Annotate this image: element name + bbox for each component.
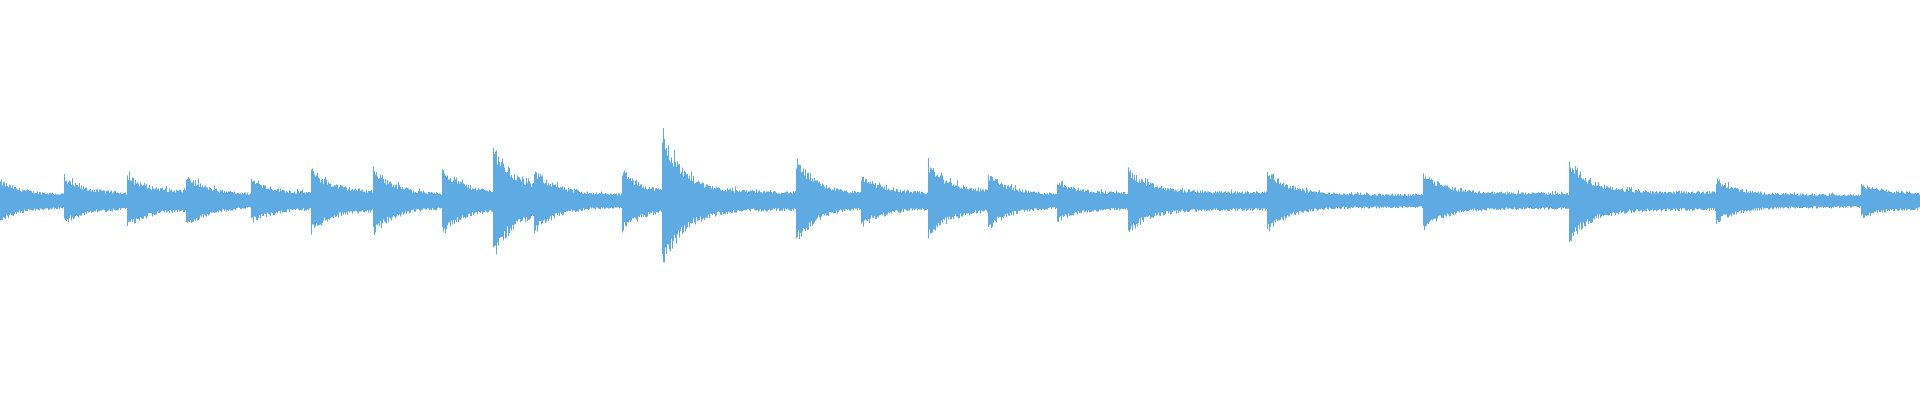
waveform-note-segment [928, 158, 988, 239]
waveform-note-segment [1057, 180, 1128, 223]
waveform-note-segment [861, 176, 928, 227]
waveform-note-segment [988, 175, 1057, 228]
waveform-note-segment [1423, 173, 1569, 230]
waveform-note-segment [127, 171, 186, 227]
waveform-note-segment [373, 166, 442, 235]
waveform-note-segment [1569, 161, 1716, 242]
waveform-note-segment [186, 177, 251, 223]
waveform-note-segment [442, 169, 493, 234]
waveform-note-segment [251, 179, 311, 223]
waveform-note-segment [311, 168, 373, 235]
waveform-note-segment [0, 179, 64, 221]
waveform-note-segment [796, 158, 861, 239]
waveform-segments [0, 128, 1920, 263]
waveform-note-segment [1861, 184, 1920, 218]
waveform-note-segment [1128, 167, 1267, 232]
waveform-note-segment [64, 174, 127, 222]
waveform-note-segment [1716, 178, 1861, 224]
waveform-note-segment [534, 171, 622, 234]
waveform-note-segment [493, 148, 534, 255]
waveform-note-segment [622, 170, 662, 233]
waveform-note-segment [662, 128, 796, 263]
waveform-note-segment [1267, 171, 1423, 232]
